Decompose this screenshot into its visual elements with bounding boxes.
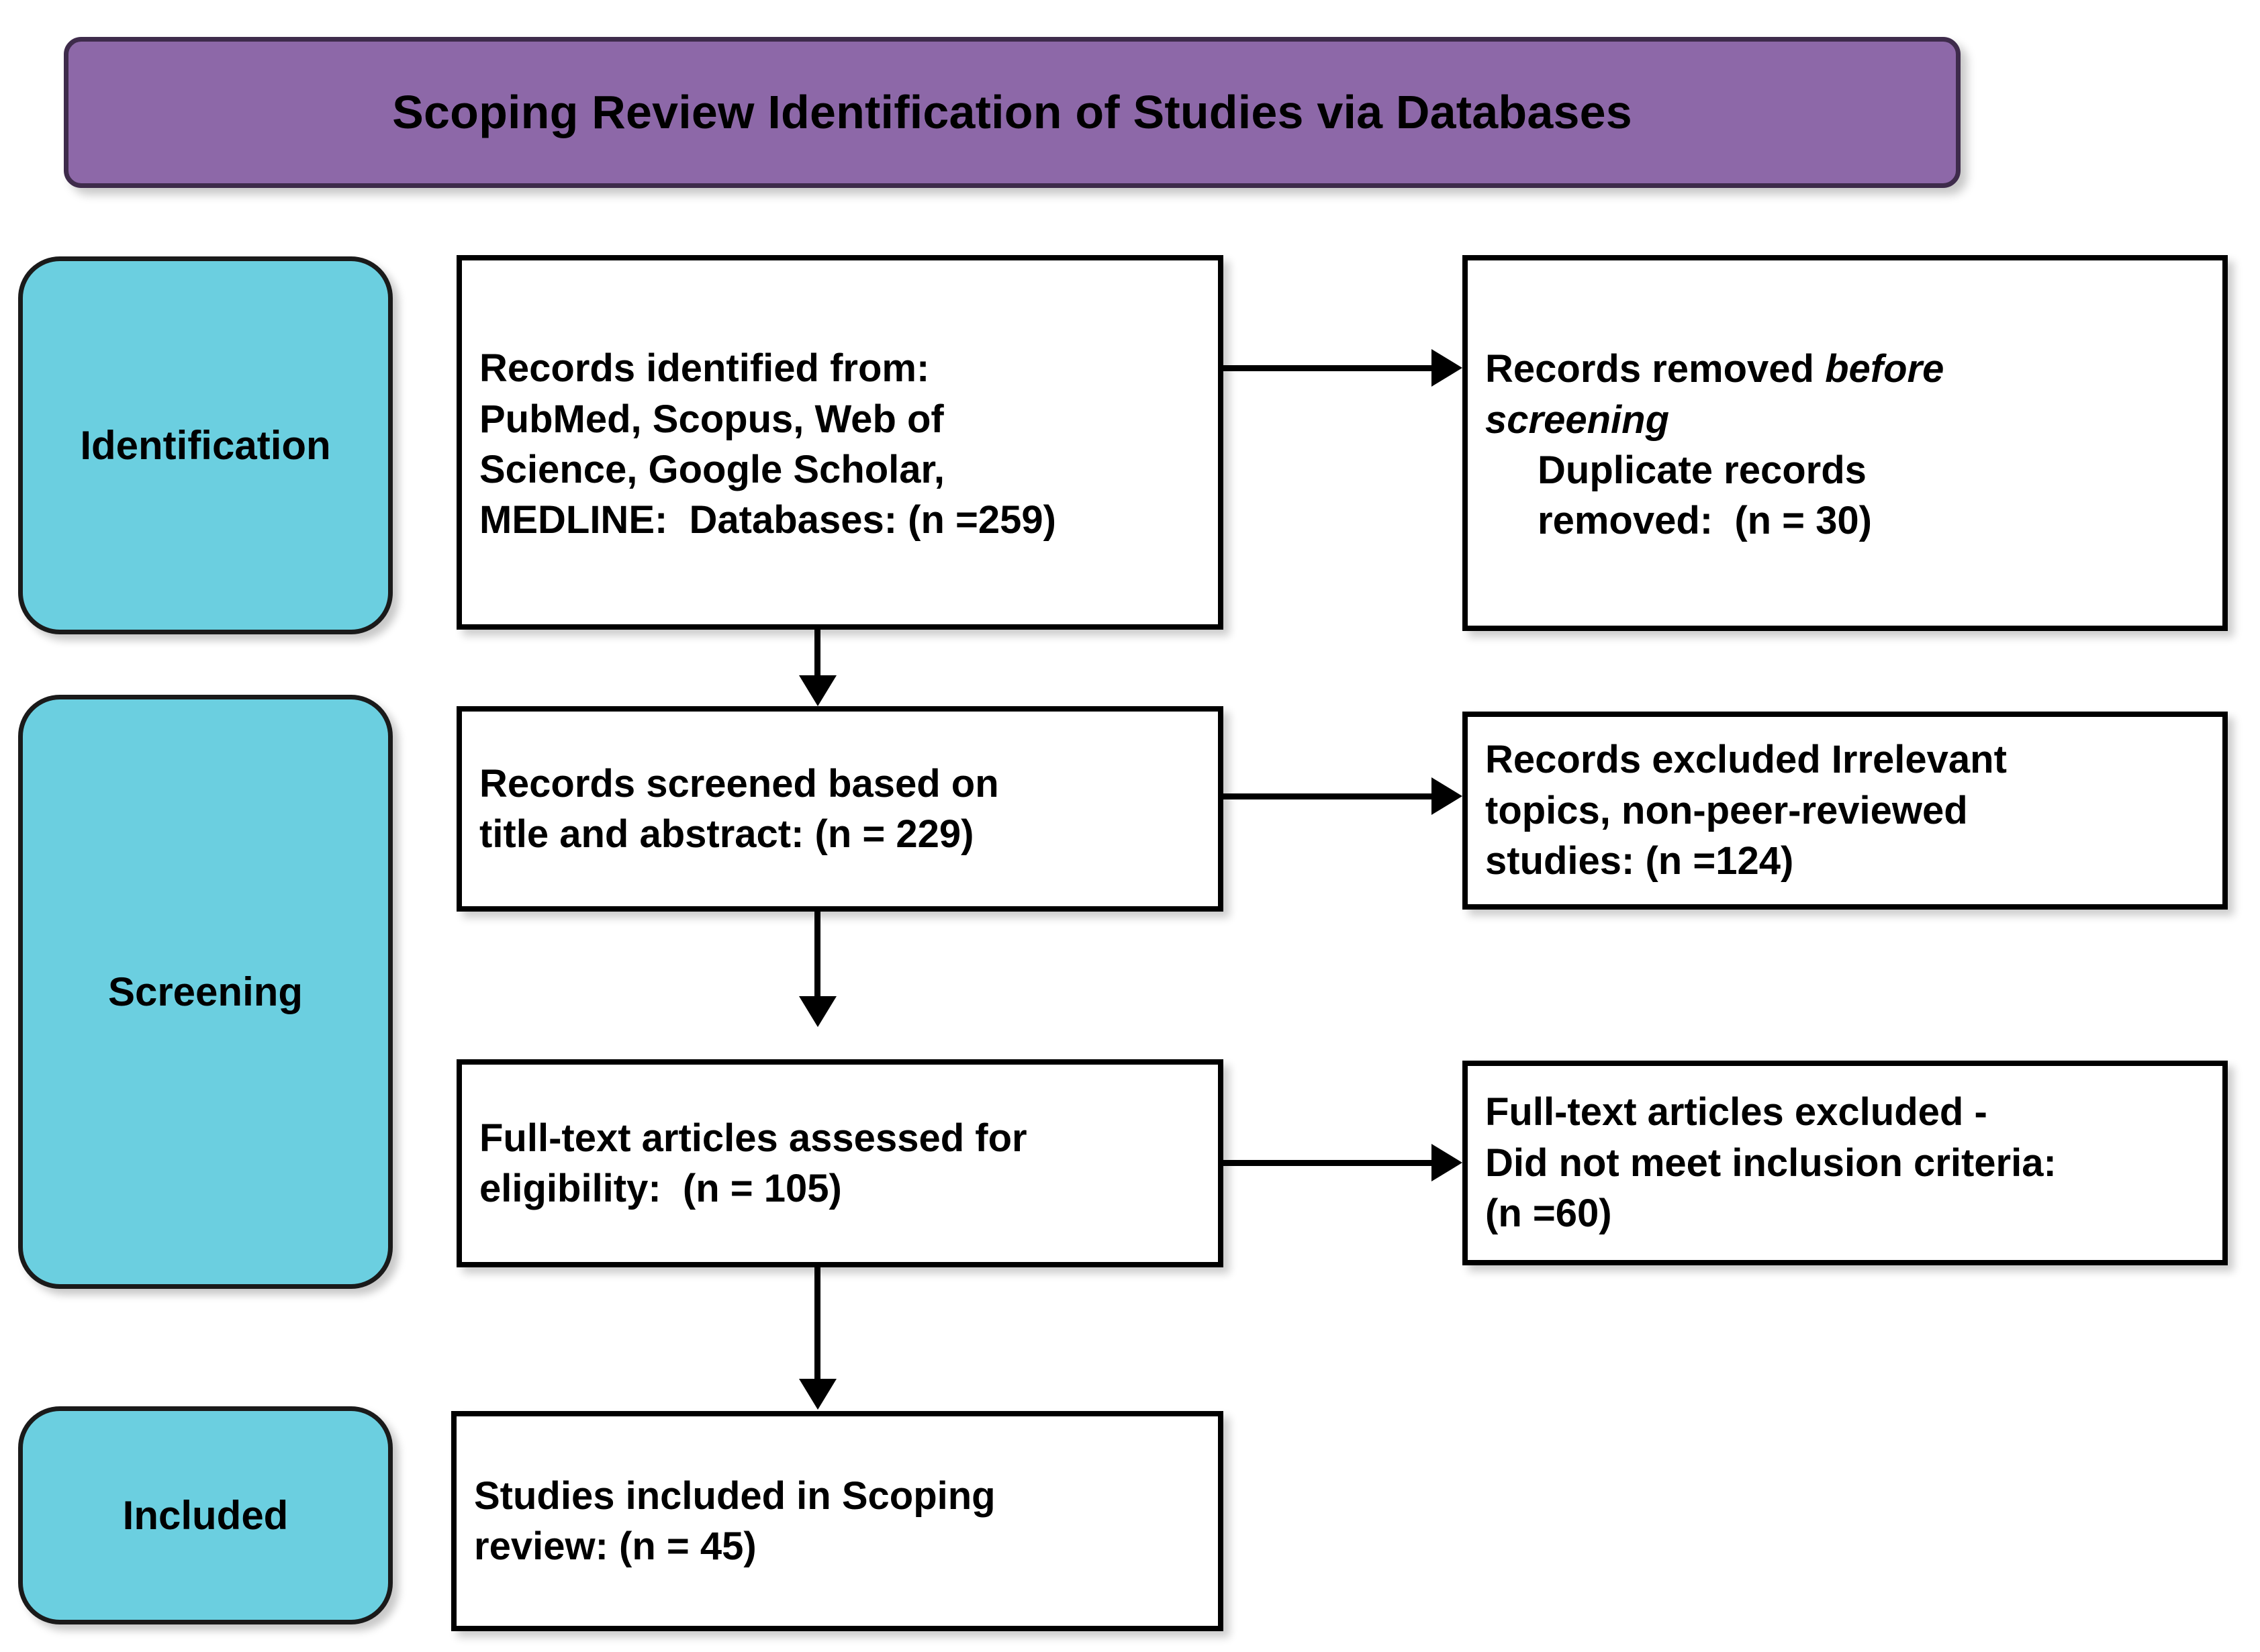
records-excluded-line-3: studies: (n =124) — [1485, 839, 1794, 883]
stage-label-included: Included — [122, 1493, 289, 1538]
arrow-right-icon-screened-to-excluded — [1431, 777, 1462, 815]
records-identified-line-1: Records identified from: — [479, 346, 930, 391]
records-removed-line-4: removed: (n = 30) — [1538, 499, 1872, 543]
records-removed-line-1-italic: before — [1825, 347, 1944, 391]
flow-box-studies-included: Studies included in Scoping review: (n =… — [451, 1411, 1223, 1631]
fulltext-assessed-line-2: eligibility: (n = 105) — [479, 1167, 842, 1210]
connector-identified-to-removed — [1223, 365, 1434, 371]
records-screened-line-1: Records screened based on — [479, 761, 999, 806]
studies-included-line-1: Studies included in Scoping — [474, 1473, 996, 1518]
fulltext-excluded-line-2: Did not meet inclusion criteria: — [1485, 1140, 2057, 1185]
records-identified-line-2: PubMed, Scopus, Web of — [479, 397, 944, 441]
records-screened-text: Records screened based on title and abst… — [462, 759, 1218, 860]
arrow-down-icon-identified-to-screened — [799, 675, 837, 706]
connector-screened-to-fulltext — [814, 912, 820, 998]
stage-label-screening: Screening — [107, 969, 303, 1014]
stage-label-identification: Identification — [80, 423, 331, 468]
fulltext-assessed-text: Full-text articles assessed for eligibil… — [462, 1113, 1218, 1214]
stage-box-included: Included — [18, 1406, 393, 1624]
arrow-down-icon-fulltext-to-included — [799, 1379, 837, 1410]
records-screened-line-2: title and abstract: (n = 229) — [479, 812, 974, 856]
connector-identified-to-screened — [814, 630, 820, 678]
records-removed-line-3: Duplicate records — [1538, 448, 1867, 492]
flow-box-fulltext-assessed: Full-text articles assessed for eligibil… — [457, 1059, 1223, 1267]
records-excluded-text: Records excluded Irrelevant topics, non-… — [1468, 734, 2222, 886]
records-removed-line-1-plain: Records removed — [1485, 347, 1826, 391]
flow-box-fulltext-excluded: Full-text articles excluded - Did not me… — [1462, 1061, 2228, 1265]
arrow-right-icon-identified-to-removed — [1431, 349, 1462, 387]
diagram-title-banner: Scoping Review Identification of Studies… — [64, 37, 1961, 188]
diagram-title-text: Scoping Review Identification of Studies… — [392, 86, 1632, 138]
flow-box-records-identified: Records identified from: PubMed, Scopus,… — [457, 255, 1223, 630]
fulltext-excluded-line-1: Full-text articles excluded - — [1485, 1090, 1987, 1134]
records-removed-line-2-italic: screening — [1485, 397, 1669, 442]
records-excluded-line-2: topics, non-peer-reviewed — [1485, 788, 1968, 832]
flow-box-records-removed: Records removed before screening Duplica… — [1462, 255, 2228, 631]
flow-box-records-excluded: Records excluded Irrelevant topics, non-… — [1462, 712, 2228, 910]
stage-box-screening: Screening — [18, 695, 393, 1289]
studies-included-text: Studies included in Scoping review: (n =… — [457, 1471, 1218, 1572]
studies-included-line-2: review: (n = 45) — [474, 1524, 757, 1568]
arrow-down-icon-screened-to-fulltext — [799, 996, 837, 1027]
records-identified-line-4: MEDLINE: Databases: (n =259) — [479, 498, 1056, 542]
fulltext-excluded-line-3: (n =60) — [1485, 1192, 1612, 1236]
connector-screened-to-excluded — [1223, 793, 1434, 799]
records-excluded-line-1: Records excluded Irrelevant — [1485, 738, 2007, 782]
stage-box-identification: Identification — [18, 256, 393, 634]
arrow-right-icon-fulltext-to-fulltext-excluded — [1431, 1144, 1462, 1181]
fulltext-assessed-line-1: Full-text articles assessed for — [479, 1116, 1027, 1160]
flow-box-records-screened: Records screened based on title and abst… — [457, 706, 1223, 912]
records-identified-line-3: Science, Google Scholar, — [479, 448, 945, 491]
connector-fulltext-to-included — [814, 1267, 820, 1380]
records-removed-text: Records removed before screening Duplica… — [1468, 340, 2222, 546]
connector-fulltext-to-fulltext-excluded — [1223, 1160, 1434, 1166]
records-identified-text: Records identified from: PubMed, Scopus,… — [462, 339, 1218, 546]
fulltext-excluded-text: Full-text articles excluded - Did not me… — [1468, 1087, 2222, 1238]
